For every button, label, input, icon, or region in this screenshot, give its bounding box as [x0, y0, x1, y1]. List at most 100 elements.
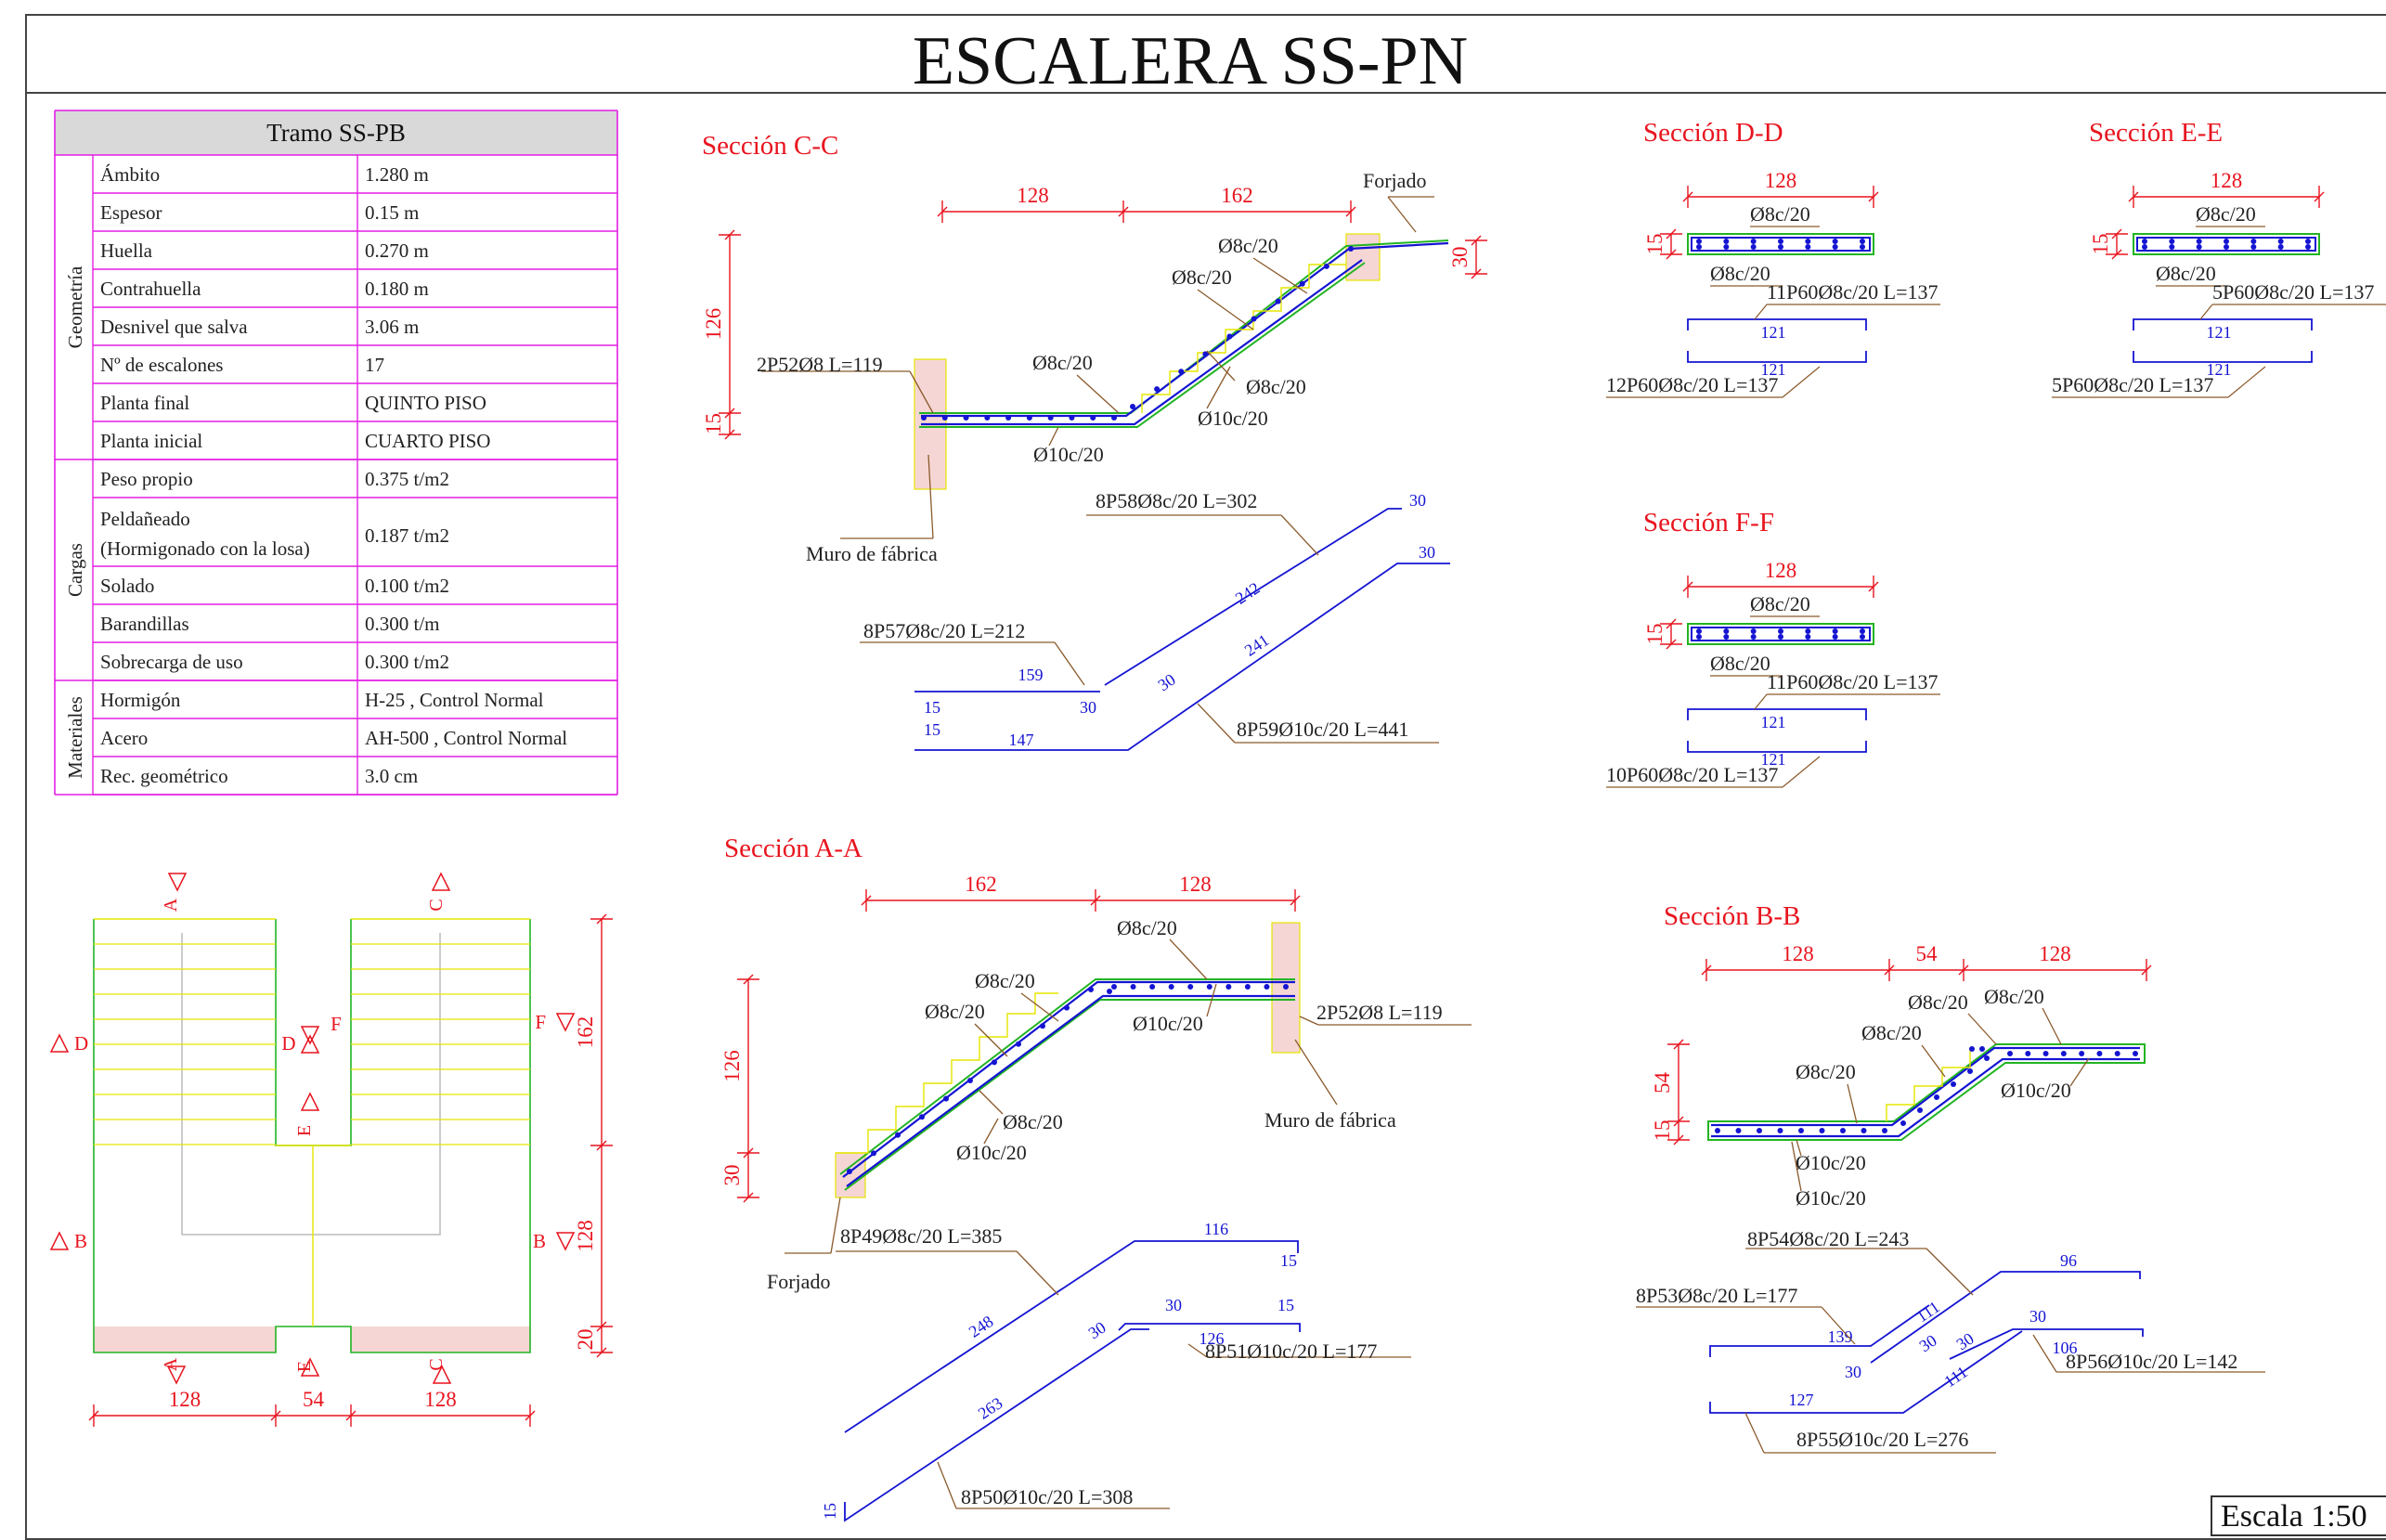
aa-dim-top-value: 128: [1179, 873, 1212, 896]
bb-rebar-label: Ø8c/20: [1861, 1021, 1922, 1044]
plan-dim-right-slash: [596, 913, 607, 925]
bb-bar-p56-a: 30: [2029, 1307, 2046, 1326]
bb-rebar-label: Ø10c/20: [1796, 1151, 1866, 1174]
table-label: Acero: [100, 727, 148, 749]
bb-p54-label: 8P54Ø8c/20 L=243: [1747, 1227, 1909, 1250]
bb-leader: [1796, 1139, 1802, 1157]
ee-rebar-dot: [2277, 244, 2284, 250]
ee-rebar-dot: [2305, 244, 2311, 250]
cc-bar-p59-b: 241: [1241, 630, 1273, 660]
plan-cut-br-label: B: [533, 1230, 546, 1252]
aa-leader: [1206, 983, 1217, 1017]
bb-p53-label-leader: [1821, 1306, 1856, 1345]
section-cc-bar-top: [921, 241, 1449, 418]
cc-bar-p59-a: 30: [1419, 543, 1435, 562]
cc-dim-left-slash: [724, 429, 735, 440]
aa-leader: [974, 1023, 1008, 1057]
cc-dim-right-value: 30: [1448, 247, 1472, 268]
aa-rebar-dot: [1264, 984, 1270, 990]
cc-rebar-dot: [1299, 280, 1305, 287]
ee-rebar-dot: [2142, 244, 2147, 250]
plan-dim-bottom-value: 54: [303, 1388, 325, 1411]
bb-rebar-dot: [1882, 1128, 1887, 1133]
ee-rebar-dot: [2142, 239, 2147, 244]
cc-bar-p59: [914, 563, 1450, 751]
table-label: Peso propio: [100, 468, 193, 490]
section-aa-steps: [836, 992, 1058, 1154]
ee-rebar-dot: [2250, 239, 2257, 244]
ff-bar2-leader: [1782, 756, 1821, 788]
section-aa-title: Sección A-A: [724, 834, 862, 863]
cc-bar-p57-b: 15: [924, 698, 940, 717]
plan-mid-f-label: F: [331, 1013, 342, 1035]
plan-bot-e-marker: [300, 1357, 320, 1377]
cc-bar-p57-a: 159: [1018, 666, 1044, 684]
plan-cut-cbot-label: C: [426, 1358, 447, 1370]
dd-rebar-dot: [1805, 239, 1811, 244]
aa-bar-p50-b: 15: [821, 1503, 839, 1520]
table-header-bg: [55, 110, 617, 155]
ee-bar2: [2133, 351, 2313, 363]
ee-bar2-leader: [2227, 366, 2266, 398]
ff-bottom-label: Ø8c/20: [1710, 652, 1770, 675]
cc-rebar-dot: [984, 415, 991, 421]
ee-dim-placeholder-slash: [2128, 191, 2139, 202]
plan-cut-b-marker: [49, 1231, 70, 1250]
bb-rebar-dot: [1900, 1120, 1906, 1126]
bb-p56-label-leader: [2032, 1334, 2057, 1373]
dd-rebar-dot: [1696, 239, 1702, 244]
aa-rebar-dot: [1016, 1041, 1021, 1047]
bb-dim-top-slash: [1701, 964, 1712, 976]
aa-dim-top-slash: [1290, 895, 1301, 906]
aa-rebar-label: Ø8c/20: [1003, 1110, 1063, 1133]
dd-bar2: [1687, 351, 1867, 363]
bb-bar-p53-c: 30: [1916, 1331, 1940, 1356]
bb-p53-label: 8P53Ø8c/20 L=177: [1636, 1284, 1797, 1307]
ff-bar2-label: 10P60Ø8c/20 L=137: [1606, 763, 1778, 786]
dd-slab: [1687, 233, 1874, 255]
dd-dim-placeholder-slash: [1682, 191, 1693, 202]
ee-bar2-label: 5P60Ø8c/20 L=137: [2052, 373, 2213, 396]
table-value: 0.270 m: [365, 239, 429, 262]
table-label: Contrahuella: [100, 278, 201, 300]
dd-rebar-dot: [1832, 244, 1838, 250]
table-value: 0.100 t/m2: [365, 575, 449, 597]
cc-forjado-leader: [1387, 196, 1417, 233]
plan-cut-abot-marker: [166, 1365, 187, 1385]
bb-rebar-dot: [1951, 1081, 1956, 1087]
aa-bar-p49: [844, 1240, 1299, 1433]
table-label: Peldañeado: [100, 508, 190, 530]
section-bb: Sección B-B: [1664, 901, 2146, 1141]
ee-bottom-label: Ø8c/20: [2156, 262, 2216, 285]
aa-bar-p51-b: 15: [1277, 1296, 1294, 1314]
bb-rebar-dot: [2079, 1051, 2085, 1056]
ff-dim-value: 128: [1765, 559, 1797, 582]
dd-rebar-dot: [1832, 239, 1838, 244]
ee-rebar-dot: [2169, 239, 2175, 244]
ff-rebar-dot: [1723, 634, 1730, 640]
plan-mid-e-label: E: [294, 1125, 315, 1136]
table-value: 0.375 t/m2: [365, 468, 449, 490]
plan-dim-bottom-value: 128: [424, 1388, 457, 1411]
aa-dim-left-slash: [743, 974, 754, 985]
bb-rebar-dot: [2114, 1051, 2120, 1056]
dd-dim-value: 128: [1765, 169, 1797, 192]
dd-dim-placeholder-slash: [1868, 191, 1879, 202]
cc-dim-top-slash: [1345, 206, 1356, 217]
cc-dim-left-slash: [724, 229, 735, 240]
cc-rebar-dot: [1178, 369, 1185, 375]
aa-rebar-dot: [895, 1132, 901, 1138]
cc-muro: Muro de fábrica: [806, 542, 938, 565]
plan-cut-abot-label: A: [161, 1357, 181, 1371]
ee-dim-thk-value: 15: [2089, 234, 2112, 255]
aa-leader: [983, 1118, 999, 1145]
aa-rebar-dot: [1088, 987, 1094, 992]
bb-rebar-label: Ø10c/20: [2001, 1079, 2071, 1102]
table-label: Barandillas: [100, 613, 189, 635]
cc-dim-right-slash: [1471, 268, 1482, 279]
scale-box: [2211, 1495, 2386, 1536]
cc-rebar-dot: [1069, 415, 1075, 421]
dd-bar1-leader: [1754, 304, 1768, 320]
aa-rebar-dot: [919, 1114, 925, 1120]
